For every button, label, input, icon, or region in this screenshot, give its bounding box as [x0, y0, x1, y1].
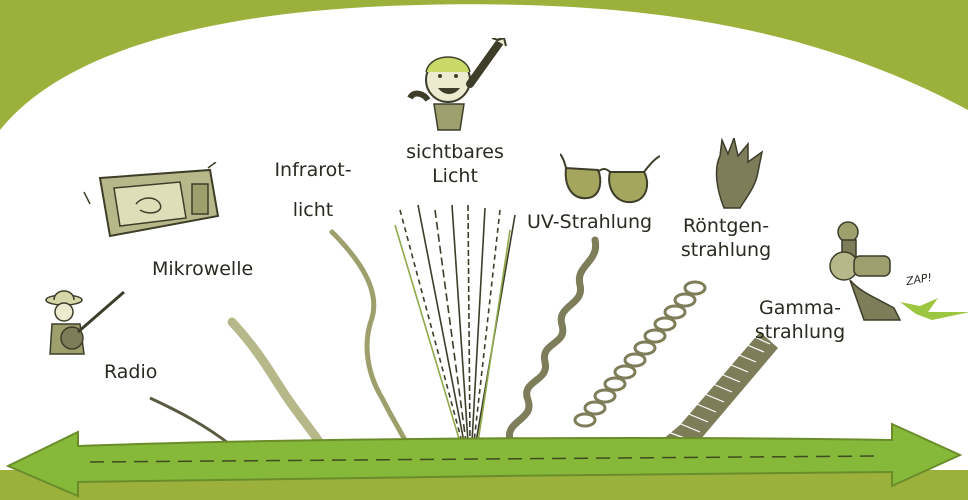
- label-sichtbar-line1: sichtbares: [400, 140, 510, 164]
- label-uv: UV-Strahlung: [527, 210, 652, 234]
- label-gamma-line2: strahlung: [752, 320, 848, 344]
- label-sichtbar: sichtbares Licht: [400, 140, 510, 188]
- label-infrarot: Infrarot- licht: [260, 158, 366, 222]
- label-roentgen-line2: strahlung: [676, 238, 776, 262]
- label-roentgen: Röntgen- strahlung: [676, 214, 776, 262]
- label-gamma-line1: Gamma-: [752, 296, 848, 320]
- sunglasses-icon: [560, 150, 660, 212]
- label-roentgen-line1: Röntgen-: [676, 214, 776, 238]
- waving-person-icon: [400, 38, 510, 133]
- label-gamma: Gamma- strahlung: [752, 296, 848, 344]
- label-sichtbar-line2: Licht: [400, 164, 510, 188]
- label-infrarot-line1: Infrarot-: [260, 158, 366, 182]
- banjo-player-icon: [38, 282, 128, 362]
- microwave-oven-icon: [80, 162, 225, 242]
- label-radio: Radio: [104, 360, 157, 384]
- label-mikrowelle: Mikrowelle: [152, 257, 253, 281]
- label-zap: ZAP!: [904, 266, 934, 294]
- label-infrarot-line2: licht: [260, 198, 366, 222]
- xray-hand-icon: [700, 138, 780, 210]
